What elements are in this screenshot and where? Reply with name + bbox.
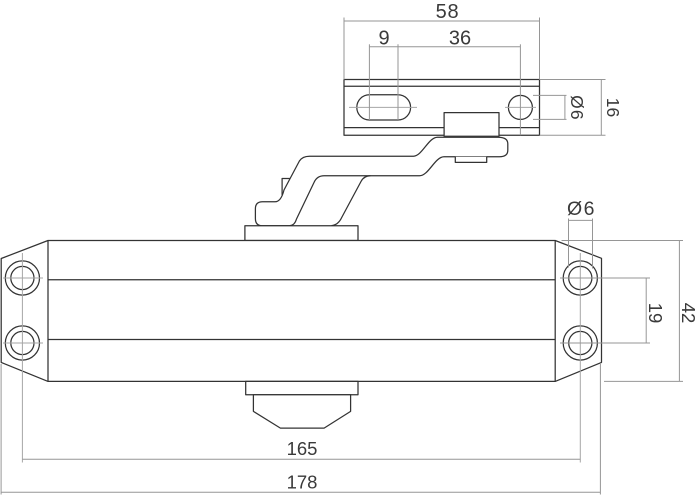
svg-text:16: 16 [603,98,623,117]
svg-text:Ø6: Ø6 [567,95,587,121]
svg-text:36: 36 [449,28,471,50]
svg-text:178: 178 [287,472,318,493]
svg-text:Ø6: Ø6 [567,198,596,220]
svg-text:42: 42 [678,303,699,324]
svg-text:165: 165 [287,438,318,459]
svg-text:9: 9 [378,28,389,50]
svg-text:19: 19 [645,303,666,324]
svg-text:58: 58 [436,1,460,23]
